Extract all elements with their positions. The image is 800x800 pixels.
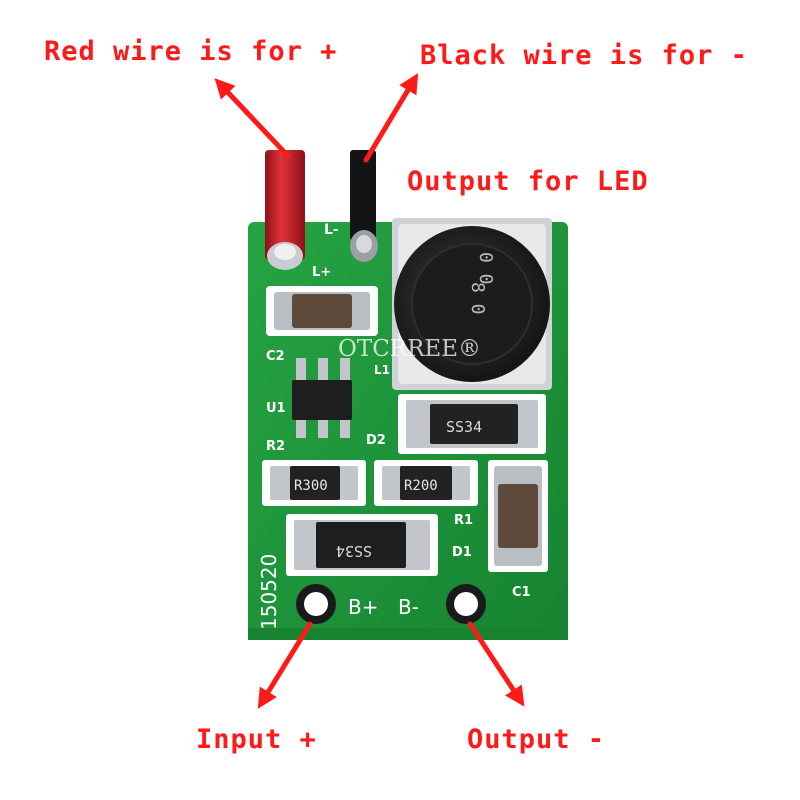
marking-d1: SS34: [336, 542, 372, 560]
marking-d2: SS34: [446, 418, 482, 436]
callout-output-led: Output for LED: [407, 166, 649, 197]
red-wire: [265, 150, 305, 270]
pad-b-minus: [446, 584, 486, 624]
callout-black-wire: Black wire is for -: [420, 40, 748, 71]
silk-l-minus: L-: [324, 222, 339, 238]
silk-c2: C2: [266, 349, 285, 364]
callout-input-plus: Input +: [196, 724, 317, 755]
silk-r1: R1: [454, 513, 473, 528]
resistor-r200: [374, 460, 478, 506]
callout-output-minus: Output -: [467, 724, 606, 755]
silk-b-plus: B+: [348, 595, 378, 619]
arrow-black-wire: [363, 73, 419, 163]
silk-l1: L1: [374, 363, 390, 377]
marking-r300: R300: [294, 478, 328, 494]
silk-b-minus: B-: [398, 595, 419, 619]
marking-inductor: 0 0: [475, 252, 496, 285]
marking-r200: R200: [404, 478, 438, 494]
silk-c1: C1: [512, 585, 531, 600]
pad-b-plus: [296, 584, 336, 624]
arrow-output-minus: [467, 621, 525, 707]
capacitor-c2: [266, 286, 378, 336]
inductor-l1: [392, 218, 552, 390]
black-wire: [350, 150, 378, 262]
arrow-input-plus: [257, 621, 313, 709]
arrow-red-wire: [214, 78, 291, 159]
watermark: OTCRREE®: [338, 336, 481, 362]
silk-d1: D1: [452, 545, 472, 560]
chip-u1: [292, 358, 352, 438]
resistor-r300: [262, 460, 366, 506]
callout-red-wire: Red wire is for +: [44, 36, 338, 67]
marking-inductor-2: 8 0: [467, 282, 488, 315]
capacitor-c1: [488, 460, 548, 572]
silk-date-code: 150520: [257, 554, 281, 630]
silk-l-plus: L+: [312, 265, 331, 280]
silk-d2: D2: [366, 433, 386, 448]
silk-r2: R2: [266, 439, 285, 454]
pcb-notch: [248, 628, 568, 640]
silk-u1: U1: [266, 401, 286, 416]
diode-d2: [398, 394, 546, 454]
diode-d1: [286, 514, 438, 576]
